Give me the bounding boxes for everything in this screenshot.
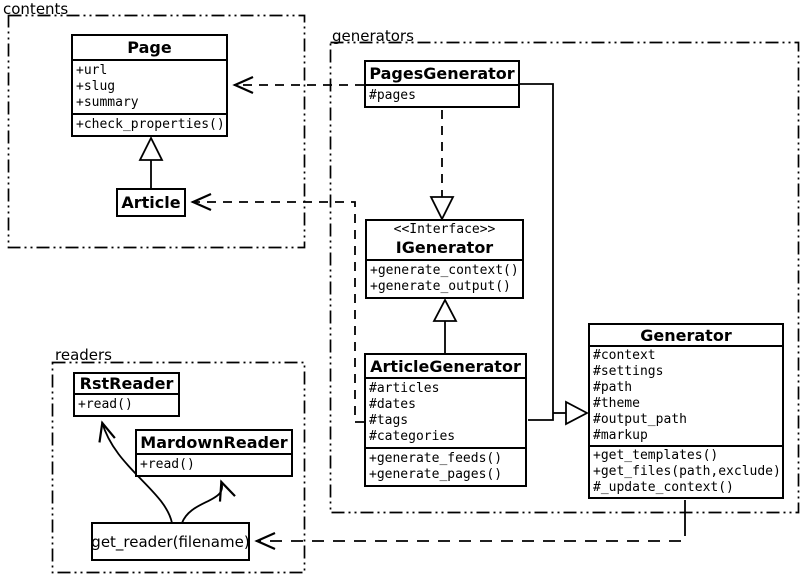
generalization-generator-triangle-icon — [565, 400, 589, 426]
class-page-title: Page — [73, 36, 226, 61]
uml-attribute: +slug — [76, 79, 116, 94]
uml-attribute: #path — [593, 380, 633, 395]
uml-attribute: #categories — [369, 429, 456, 444]
uml-method: +generate_output() — [370, 279, 511, 294]
package-border-generators — [329, 41, 800, 514]
uml-attribute: +url — [76, 63, 108, 78]
dependency-generator-getreader-arrow — [254, 524, 686, 551]
uml-attribute: #markup — [593, 428, 648, 443]
class-igenerator-header: <<Interface>> IGenerator — [367, 221, 522, 261]
class-generator-attributes: #context #settings #path #theme #output_… — [590, 347, 782, 445]
arrow-getreader-mardownreader — [181, 479, 236, 524]
realization-pagesgenerator-igenerator-triangle-icon — [429, 196, 455, 222]
class-articlegenerator: ArticleGenerator #articles #dates #tags … — [364, 353, 527, 487]
package-label-contents: contents — [3, 0, 69, 18]
uml-method: +generate_feeds() — [369, 451, 503, 466]
dependency-articlegenerator-article-arrow — [190, 192, 364, 423]
class-mardownreader-title: MardownReader — [137, 431, 291, 455]
class-generator-title: Generator — [590, 325, 782, 347]
class-igenerator-stereotype: <<Interface>> — [393, 222, 496, 237]
arrow-getreader-rstreader — [98, 420, 173, 524]
uml-attribute: #articles — [369, 381, 440, 396]
package-border-readers — [51, 361, 306, 574]
class-article-title: Article — [121, 193, 181, 212]
class-articlegenerator-title: ArticleGenerator — [366, 355, 525, 379]
class-mardownreader-methods: +read() — [137, 455, 291, 475]
package-label-readers: readers — [55, 346, 112, 364]
class-pagesgenerator-attributes: #pages — [366, 86, 518, 106]
uml-method: +read() — [78, 397, 133, 412]
class-pagesgenerator-title: PagesGenerator — [366, 62, 518, 86]
package-label-generators: generators — [332, 27, 414, 45]
class-rstreader: RstReader +read() — [73, 372, 180, 417]
uml-attribute: #context — [593, 348, 656, 363]
class-articlegenerator-attributes: #articles #dates #tags #categories — [366, 379, 525, 447]
class-articlegenerator-methods: +generate_feeds() +generate_pages() — [366, 447, 525, 485]
uml-attribute: #theme — [593, 396, 640, 411]
uml-method: +generate_context() — [370, 263, 519, 278]
package-border-contents — [7, 14, 306, 249]
class-page-attributes: +url +slug +summary — [73, 61, 226, 113]
generalization-articlegenerator-igenerator-triangle-icon — [432, 298, 458, 322]
uml-method: +generate_pages() — [369, 467, 503, 482]
class-page: Page +url +slug +summary +check_properti… — [71, 34, 228, 137]
class-rstreader-methods: +read() — [75, 395, 178, 415]
class-article: Article — [116, 188, 186, 217]
generalization-pagesgenerator-generator-line — [520, 83, 554, 421]
class-igenerator-methods: +generate_context() +generate_output() — [367, 261, 522, 297]
uml-attribute: +summary — [76, 95, 139, 110]
uml-attribute: #settings — [593, 364, 664, 379]
class-igenerator-title: IGenerator — [395, 238, 494, 257]
uml-attribute: #dates — [369, 397, 416, 412]
uml-method: +get_files(path,exclude) — [593, 464, 781, 479]
generalization-article-page-triangle-icon — [138, 135, 164, 161]
uml-attribute: #tags — [369, 413, 409, 428]
class-pagesgenerator: PagesGenerator #pages — [364, 60, 520, 108]
uml-method: +check_properties() — [76, 117, 225, 132]
uml-method: +read() — [140, 457, 195, 472]
class-mardownreader: MardownReader +read() — [135, 429, 293, 477]
uml-attribute: #pages — [369, 88, 416, 103]
class-generator-methods: +get_templates() +get_files(path,exclude… — [590, 445, 782, 497]
class-rstreader-title: RstReader — [75, 374, 178, 395]
class-page-methods: +check_properties() — [73, 113, 226, 135]
function-get-reader: get_reader(filename) — [91, 522, 250, 561]
uml-attribute: #output_path — [593, 412, 687, 427]
class-igenerator: <<Interface>> IGenerator +generate_conte… — [365, 219, 524, 299]
uml-method: #_update_context() — [593, 480, 734, 495]
class-generator: Generator #context #settings #path #them… — [588, 323, 784, 499]
uml-method: +get_templates() — [593, 448, 719, 463]
